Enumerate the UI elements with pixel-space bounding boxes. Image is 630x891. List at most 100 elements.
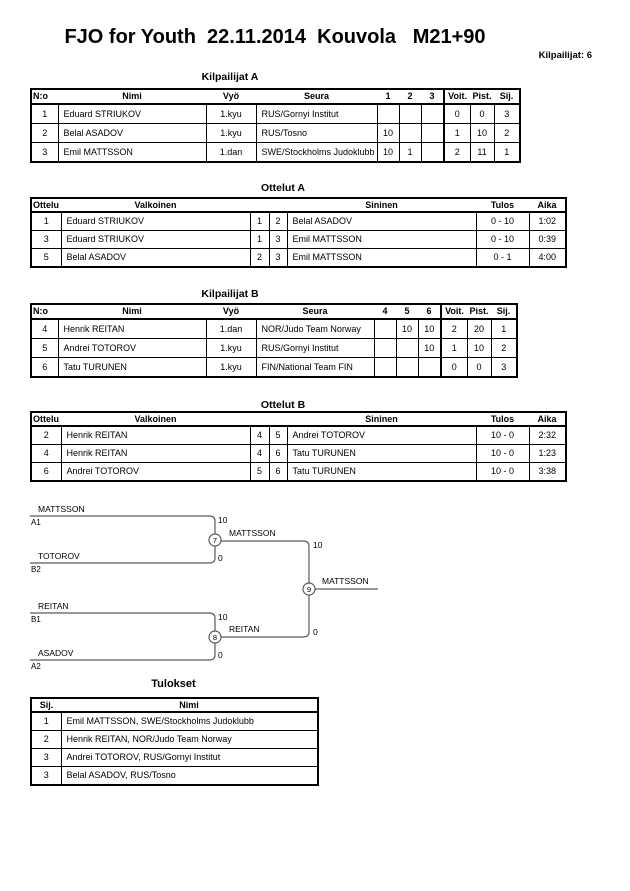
cell-white: Eduard STRIUKOV	[60, 211, 251, 231]
table-row: 3 Andrei TOTOROV, RUS/Gornyi Institut	[30, 748, 319, 767]
header-result: Tulos	[476, 198, 529, 213]
cell-m4	[373, 318, 397, 339]
bracket-line-b2	[30, 546, 216, 564]
cell-belt: 1.kyu	[205, 357, 257, 378]
cell-place: 3	[30, 766, 62, 786]
match-9-number: 9	[307, 585, 311, 594]
header-match-5: 5	[396, 304, 418, 320]
bracket-seed-b1: B1	[31, 615, 41, 624]
cell-place: 2	[30, 730, 62, 749]
cell-m2	[398, 123, 422, 143]
cell-white: Henrik REITAN	[60, 444, 251, 463]
cell-m3	[420, 103, 445, 124]
table-row: 5 Belal ASADOV 2 3 Emil MATTSSON 0 - 1 4…	[30, 248, 567, 268]
match-9-circle	[302, 582, 316, 596]
cell-belt: 1.kyu	[205, 103, 257, 124]
cell-match: 4	[30, 444, 62, 463]
header-blue: Sininen	[287, 412, 476, 427]
header-match-1: 1	[377, 89, 400, 105]
table-row: 3 Emil MATTSSON 1.dan SWE/Stockholms Jud…	[30, 142, 521, 163]
table-row: 1 Emil MATTSSON, SWE/Stockholms Judoklub…	[30, 711, 319, 731]
header-empty	[269, 412, 287, 427]
cell-result: 10 - 0	[475, 462, 530, 482]
cell-white: Henrik REITAN	[60, 425, 251, 445]
cell-blue-no: 3	[268, 248, 288, 268]
cell-name: Tatu TURUNEN	[57, 357, 207, 378]
cell-place: 3	[30, 748, 62, 767]
cell-belt: 1.dan	[205, 142, 257, 163]
header-result: Tulos	[476, 412, 529, 427]
bracket-line-sf1-winner	[221, 540, 310, 583]
bracket-score-b1: 10	[218, 612, 228, 622]
cell-match: 6	[30, 462, 62, 482]
cell-blue: Tatu TURUNEN	[286, 462, 477, 482]
bracket-score-a2: 0	[218, 650, 223, 660]
header-points: Pist.	[470, 89, 495, 105]
cell-name: Emil MATTSSON	[57, 142, 207, 163]
table-row: 2 Henrik REITAN 4 5 Andrei TOTOROV 10 - …	[30, 425, 567, 445]
bracket-score-b2: 0	[218, 553, 223, 563]
cell-time: 1:02	[528, 211, 567, 231]
cell-name: Andrei TOTOROV	[57, 338, 207, 358]
cell-m4	[373, 338, 397, 358]
header-club: Seura	[256, 89, 378, 105]
cell-m6	[417, 357, 442, 378]
page-title: FJO for Youth 22.11.2014 Kouvola M21+90	[64, 26, 486, 48]
cell-blue: Andrei TOTOROV	[286, 425, 477, 445]
cell-result: 0 - 10	[475, 230, 530, 249]
cell-belt: 1.kyu	[205, 123, 257, 143]
header-match-6: 6	[418, 304, 441, 320]
bracket-final-top-score: 10	[313, 540, 323, 550]
table-row: 6 Andrei TOTOROV 5 6 Tatu TURUNEN 10 - 0…	[30, 462, 567, 482]
cell-club: RUS/Gornyi Institut	[255, 338, 375, 358]
match-7-number: 7	[213, 536, 217, 545]
matches-b-header-row: Ottelu Valkoinen Sininen Tulos Aika	[31, 412, 566, 427]
table-row: 3 Belal ASADOV, RUS/Tosno	[30, 766, 319, 786]
cell-name: Henrik REITAN, NOR/Judo Team Norway	[60, 730, 319, 749]
header-name: Nimi	[58, 89, 206, 105]
cell-blue: Belal ASADOV	[286, 211, 477, 231]
cell-match: 3	[30, 230, 62, 249]
section-heading-pool-a: Kilpailijat A	[201, 71, 259, 83]
bracket-name-b1: REITAN	[38, 601, 69, 611]
cell-m6: 10	[417, 318, 442, 339]
section-heading-matches-a: Ottelut A	[261, 182, 305, 194]
matches-a-table: Ottelu Valkoinen Sininen Tulos Aika 1 Ed…	[30, 197, 567, 268]
table-row: 6 Tatu TURUNEN 1.kyu FIN/National Team F…	[30, 357, 518, 378]
table-row: 4 Henrik REITAN 4 6 Tatu TURUNEN 10 - 0 …	[30, 444, 567, 463]
cell-place: 2	[493, 123, 521, 143]
cell-m5: 10	[395, 318, 419, 339]
bracket-seed-b2: B2	[31, 565, 41, 574]
table-row: 2 Henrik REITAN, NOR/Judo Team Norway	[30, 730, 319, 749]
header-place: Sij.	[494, 89, 521, 105]
cell-place: 1	[30, 711, 62, 731]
header-empty	[250, 198, 269, 213]
section-heading-results: Tulokset	[151, 678, 196, 690]
cell-points: 0	[466, 357, 492, 378]
cell-match: 1	[30, 211, 62, 231]
cell-no: 5	[30, 338, 59, 358]
competitors-count: Kilpailijat: 6	[538, 50, 592, 61]
cell-place: 3	[490, 357, 518, 378]
header-white: Valkoinen	[61, 412, 250, 427]
cell-white: Belal ASADOV	[60, 248, 251, 268]
pool-a-header-row: N:o Nimi Vyö Seura 1 2 3 Voit. Pist. Sij…	[31, 89, 521, 105]
table-row: 4 Henrik REITAN 1.dan NOR/Judo Team Norw…	[30, 318, 518, 339]
cell-wins: 2	[440, 318, 468, 339]
cell-name: Andrei TOTOROV, RUS/Gornyi Institut	[60, 748, 319, 767]
match-7-circle	[208, 533, 222, 547]
header-place: Sij.	[31, 698, 61, 713]
header-wins: Voit.	[440, 304, 467, 320]
header-club: Seura	[256, 304, 374, 320]
table-row: 1 Eduard STRIUKOV 1.kyu RUS/Gornyi Insti…	[30, 103, 521, 124]
cell-place: 1	[490, 318, 518, 339]
cell-result: 0 - 1	[475, 248, 530, 268]
cell-result: 10 - 0	[475, 425, 530, 445]
cell-m3	[420, 142, 445, 163]
matches-a-header-row: Ottelu Valkoinen Sininen Tulos Aika	[31, 198, 566, 213]
match-8-circle	[208, 630, 222, 644]
pool-a-table: N:o Nimi Vyö Seura 1 2 3 Voit. Pist. Sij…	[30, 88, 522, 163]
header-blue: Sininen	[287, 198, 476, 213]
cell-wins: 2	[443, 142, 471, 163]
